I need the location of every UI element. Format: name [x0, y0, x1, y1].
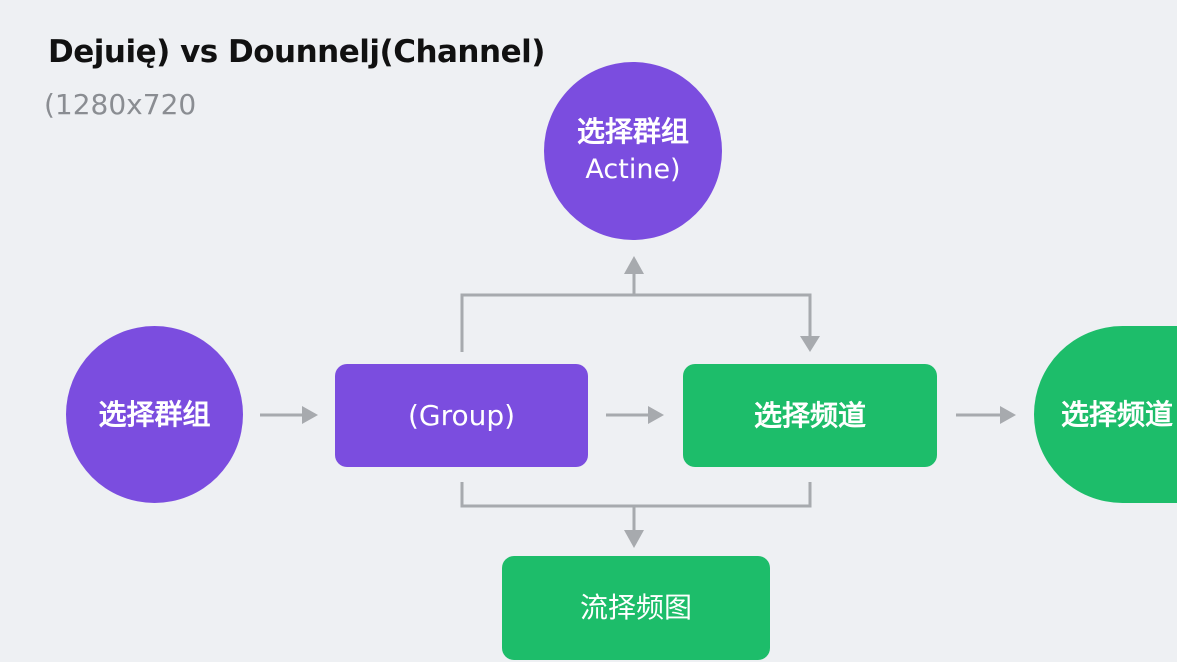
arrowhead-into-channel	[800, 336, 820, 352]
active-group-sublabel: Actine)	[585, 154, 681, 185]
active-group-node: 选择群组 Actine)	[544, 62, 722, 240]
active-group-label: 选择群组	[576, 115, 689, 148]
group-box-label: (Group)	[407, 398, 516, 432]
page-title: Dejuię) vs Dounnelj(Channel)	[48, 34, 545, 70]
channel-box-label: 选择频道	[753, 398, 866, 432]
bottom-box: 流择频图	[502, 556, 770, 660]
bracket-top	[460, 293, 812, 352]
arrowhead-up-to-active	[624, 256, 644, 274]
start-group-node: 选择群组	[66, 326, 243, 503]
arrowhead-group-to-channel	[648, 406, 664, 424]
arrowhead-start-to-group	[302, 406, 318, 424]
page-subtitle: (1280x720	[44, 88, 197, 121]
end-channel-label: 选择频道	[1061, 397, 1174, 431]
end-channel-node: 选择频道	[1034, 326, 1177, 503]
channel-box: 选择频道	[683, 364, 937, 467]
start-group-label: 选择群组	[98, 397, 211, 431]
bracket-bottom	[460, 482, 812, 508]
group-box: (Group)	[335, 364, 588, 467]
arrowhead-down-to-bottom	[624, 530, 644, 548]
arrowhead-channel-to-end	[1000, 406, 1016, 424]
bottom-box-label: 流择频图	[579, 591, 692, 624]
